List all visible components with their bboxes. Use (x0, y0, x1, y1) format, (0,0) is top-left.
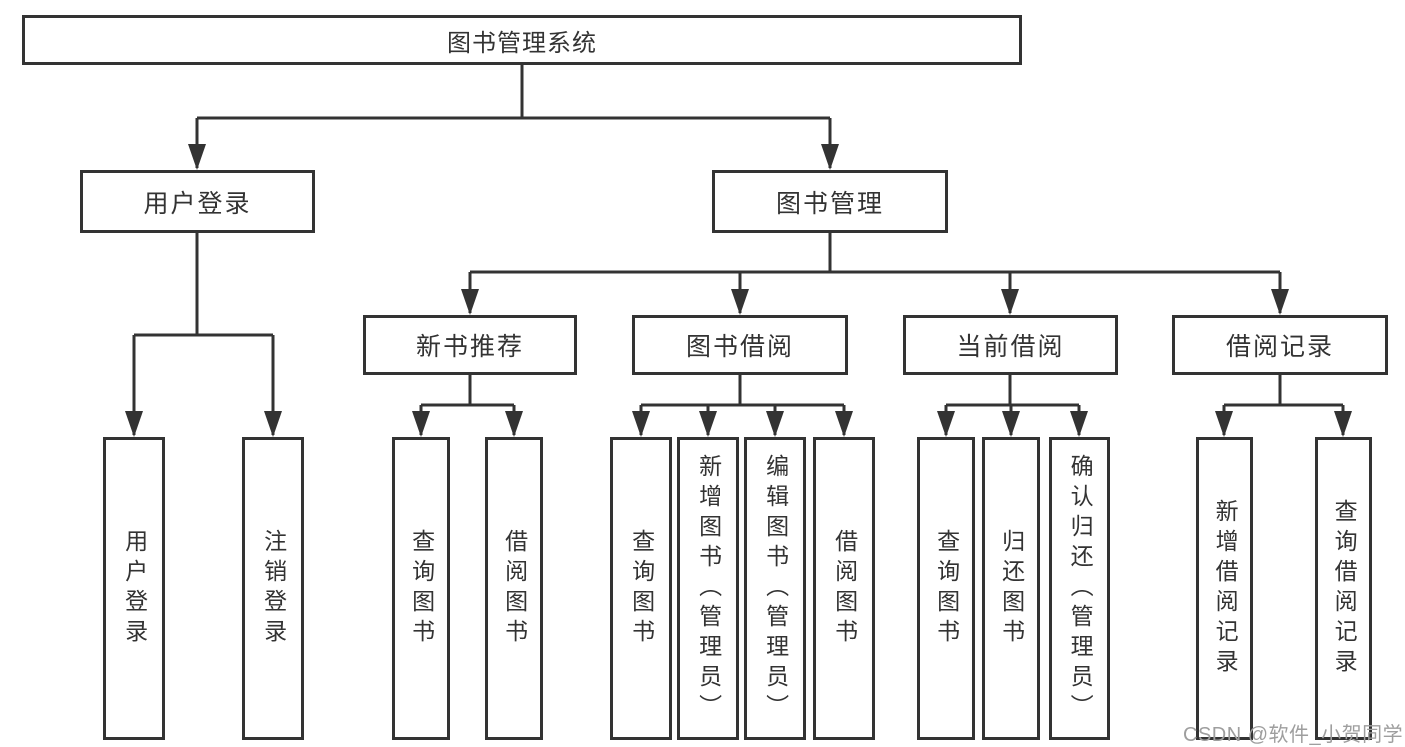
leaf-current-query-books: 查询图书 (917, 437, 975, 740)
leaf-logout-label: 注销登录 (260, 528, 287, 649)
node-new-book-recommend-label: 新书推荐 (415, 333, 524, 361)
leaf-recommend-borrow-books: 借阅图书 (485, 437, 543, 740)
leaf-current-confirm-return-admin-label: 确认归还（管理员） (1067, 453, 1094, 724)
connector-paths (132, 65, 1345, 435)
leaf-borrowing-edit-books-admin: 编辑图书（管理员） (744, 437, 806, 740)
node-new-book-recommend: 新书推荐 (363, 315, 577, 375)
node-root: 图书管理系统 (22, 15, 1022, 65)
leaf-current-return-books-label: 归还图书 (998, 528, 1025, 649)
node-borrowing-records-label: 借阅记录 (1225, 333, 1334, 361)
leaf-borrowing-edit-books-admin-label: 编辑图书（管理员） (762, 453, 789, 724)
leaf-borrowing-add-books-admin: 新增图书（管理员） (677, 437, 739, 740)
node-book-management-label: 图书管理 (775, 189, 884, 218)
leaf-logout: 注销登录 (242, 437, 304, 740)
node-root-label: 图书管理系统 (447, 29, 597, 57)
leaf-records-query-record-label: 查询借阅记录 (1331, 498, 1358, 679)
leaf-recommend-borrow-books-label: 借阅图书 (501, 528, 528, 649)
node-book-borrowing-label: 图书借阅 (685, 333, 794, 361)
node-current-borrowing-label: 当前借阅 (956, 333, 1065, 361)
leaf-records-add-record-label: 新增借阅记录 (1212, 498, 1239, 679)
leaf-current-confirm-return-admin: 确认归还（管理员） (1049, 437, 1110, 740)
csdn-watermark: CSDN @软件_小贺同学 (1183, 724, 1404, 746)
leaf-borrowing-borrow-books-label: 借阅图书 (831, 528, 858, 649)
node-book-borrowing: 图书借阅 (632, 315, 848, 375)
node-current-borrowing: 当前借阅 (903, 315, 1118, 375)
leaf-records-query-record: 查询借阅记录 (1315, 437, 1372, 740)
leaf-records-add-record: 新增借阅记录 (1196, 437, 1253, 740)
leaf-user-login: 用户登录 (103, 437, 165, 740)
leaf-recommend-query-books: 查询图书 (392, 437, 450, 740)
leaf-borrowing-query-books: 查询图书 (610, 437, 672, 740)
leaf-borrowing-borrow-books: 借阅图书 (813, 437, 875, 740)
node-book-management: 图书管理 (712, 170, 948, 233)
leaf-current-query-books-label: 查询图书 (933, 528, 960, 649)
node-user-login-label: 用户登录 (143, 189, 252, 218)
leaf-recommend-query-books-label: 查询图书 (408, 528, 435, 649)
node-user-login: 用户登录 (80, 170, 315, 233)
arrowhead-icons (125, 144, 1352, 437)
leaf-borrowing-query-books-label: 查询图书 (628, 528, 655, 649)
leaf-current-return-books: 归还图书 (982, 437, 1040, 740)
node-borrowing-records: 借阅记录 (1172, 315, 1388, 375)
leaf-borrowing-add-books-admin-label: 新增图书（管理员） (695, 453, 722, 724)
leaf-user-login-label: 用户登录 (121, 528, 148, 649)
